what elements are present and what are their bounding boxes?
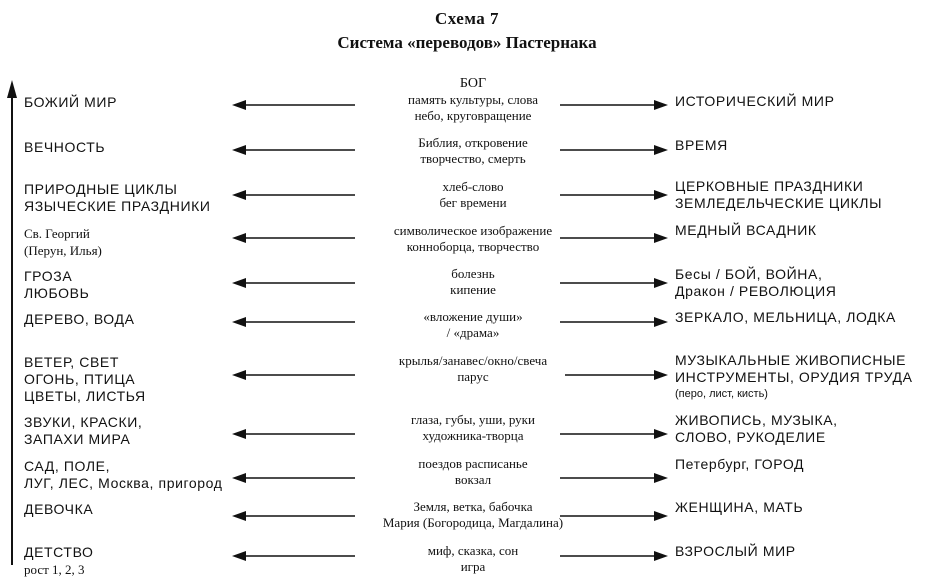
row-1-right: ИСТОРИЧЕСКИЙ МИР xyxy=(675,93,835,109)
row-11-right-arrowhead xyxy=(654,551,668,561)
row-2-center: Библия, откровение творчество, смерть xyxy=(418,135,528,166)
row-5-center: болезнь кипение xyxy=(450,266,496,297)
row-3-left-arrowhead xyxy=(232,190,246,200)
row-9-left-arrowhead xyxy=(232,473,246,483)
row-7-right-arrowhead xyxy=(654,370,668,380)
row-3-center: хлеб-слово бег времени xyxy=(439,179,507,210)
row-4-right-arrowhead xyxy=(654,233,668,243)
row-2-left: ВЕЧНОСТЬ xyxy=(24,139,106,155)
row-1-center: БОГ память культуры, слова небо, круговр… xyxy=(407,76,538,123)
row-11-right: ВЗРОСЛЫЙ МИР xyxy=(675,543,796,559)
row-5-left-arrowhead xyxy=(232,278,246,288)
row-11-center: миф, сказка, сон игра xyxy=(427,543,519,574)
row-2-left-arrowhead xyxy=(232,145,246,155)
row-6-right-arrowhead xyxy=(654,317,668,327)
scheme-title: Система «переводов» Пастернака xyxy=(337,33,597,52)
row-5-right-arrowhead xyxy=(654,278,668,288)
row-8-center: глаза, губы, уши, руки художника-творца xyxy=(411,412,535,443)
row-1-right-arrowhead xyxy=(654,100,668,110)
row-1-left: БОЖИЙ МИР xyxy=(24,94,118,110)
row-6-right: ЗЕРКАЛО, МЕЛЬНИЦА, ЛОДКА xyxy=(675,309,896,325)
row-4-left-arrowhead xyxy=(232,233,246,243)
row-4-left: Св. Георгий (Перун, Илья) xyxy=(24,226,102,258)
row-2-right: ВРЕМЯ xyxy=(675,137,728,153)
row-3-right: ЦЕРКОВНЫЕ ПРАЗДНИКИ ЗЕМЛЕДЕЛЬЧЕСКИЕ ЦИКЛ… xyxy=(675,178,883,211)
row-9-right: Петербург, ГОРОД xyxy=(675,456,805,472)
row-10-right-arrowhead xyxy=(654,511,668,521)
row-10-center: Земля, ветка, бабочка Мария (Богородица,… xyxy=(382,499,564,530)
row-10-right: ЖЕНЩИНА, МАТЬ xyxy=(675,499,804,515)
row-6-left: ДЕРЕВО, ВОДА xyxy=(24,311,135,327)
row-5-right: Бесы / БОЙ, ВОЙНА, Дракон / РЕВОЛЮЦИЯ xyxy=(675,266,837,299)
row-6-center: «вложение души» / «драма» xyxy=(423,309,523,340)
row-9-left: САД, ПОЛЕ, ЛУГ, ЛЕС, Москва, пригород xyxy=(24,458,223,491)
row-1-left-arrowhead xyxy=(232,100,246,110)
row-7-center: крылья/занавес/окно/свеча парус xyxy=(398,353,548,384)
row-3-left: ПРИРОДНЫЕ ЦИКЛЫ ЯЗЫЧЕСКИЕ ПРАЗДНИКИ xyxy=(24,181,211,214)
row-4-right: МЕДНЫЙ ВСАДНИК xyxy=(675,222,817,238)
row-10-left-arrowhead xyxy=(232,511,246,521)
row-10-left: ДЕВОЧКА xyxy=(24,501,94,517)
vertical-axis-arrowhead xyxy=(7,80,17,98)
scheme-number: Схема 7 xyxy=(434,9,500,28)
row-7-left: ВЕТЕР, СВЕТ ОГОНЬ, ПТИЦА ЦВЕТЫ, ЛИСТЬЯ xyxy=(24,354,146,404)
row-8-right-arrowhead xyxy=(654,429,668,439)
row-8-right: ЖИВОПИСЬ, МУЗЫКА, СЛОВО, РУКОДЕЛИЕ xyxy=(675,412,838,445)
row-2-right-arrowhead xyxy=(654,145,668,155)
row-3-right-arrowhead xyxy=(654,190,668,200)
row-4-center: символическое изображение конноборца, тв… xyxy=(393,223,553,254)
row-7-left-arrowhead xyxy=(232,370,246,380)
row-9-center: поездов расписанье вокзал xyxy=(418,456,528,487)
row-5-left: ГРОЗА ЛЮБОВЬ xyxy=(24,268,90,301)
row-8-left: ЗВУКИ, КРАСКИ, ЗАПАХИ МИРА xyxy=(24,414,143,447)
row-6-left-arrowhead xyxy=(232,317,246,327)
row-11-left-arrowhead xyxy=(232,551,246,561)
row-11-left: ДЕТСТВО рост 1, 2, 3 xyxy=(24,544,94,577)
row-9-right-arrowhead xyxy=(654,473,668,483)
row-7-right: МУЗЫКАЛЬНЫЕ ЖИВОПИСНЫЕ ИНСТРУМЕНТЫ, ОРУД… xyxy=(675,352,913,400)
row-8-left-arrowhead xyxy=(232,429,246,439)
